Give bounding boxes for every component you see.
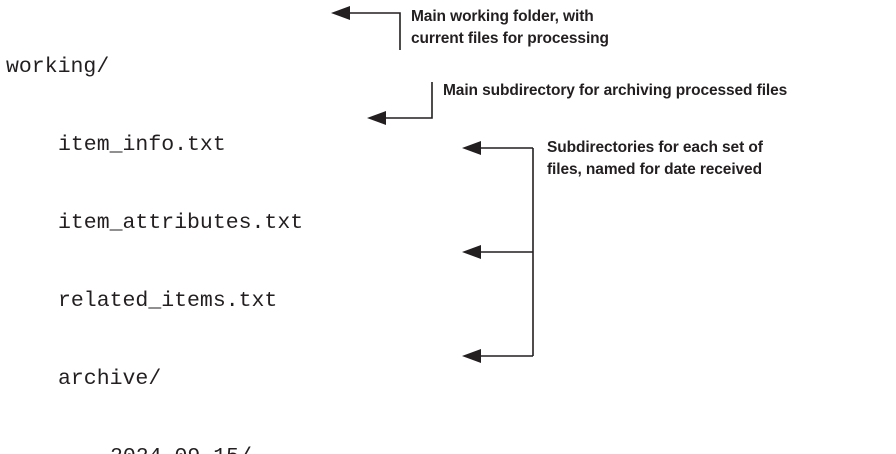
arrowhead-icon <box>462 245 481 259</box>
annotation-date-subdirectories: Subdirectories for each set of files, na… <box>547 139 763 178</box>
tree-line-archive: archive/ <box>58 367 162 391</box>
leader-line-date-subdirectories <box>462 141 534 363</box>
tree-line-item-attributes: item_attributes.txt <box>58 211 304 235</box>
arrowhead-icon <box>462 141 481 155</box>
tree-line-date-2024-09-15: 2024-09-15/ <box>6 444 407 454</box>
arrowhead-icon <box>462 349 481 363</box>
tree-line-item-info: item_info.txt <box>58 133 226 157</box>
tree-line-working: working/ <box>6 55 110 79</box>
tree-line-related-items: related_items.txt <box>58 289 278 313</box>
annotation-archive-subdirectory: Main subdirectory for archiving processe… <box>443 82 788 99</box>
annotation-working-folder: Main working folder, with current files … <box>411 8 609 47</box>
directory-tree: working/ item_info.txt item_attributes.t… <box>6 2 407 454</box>
